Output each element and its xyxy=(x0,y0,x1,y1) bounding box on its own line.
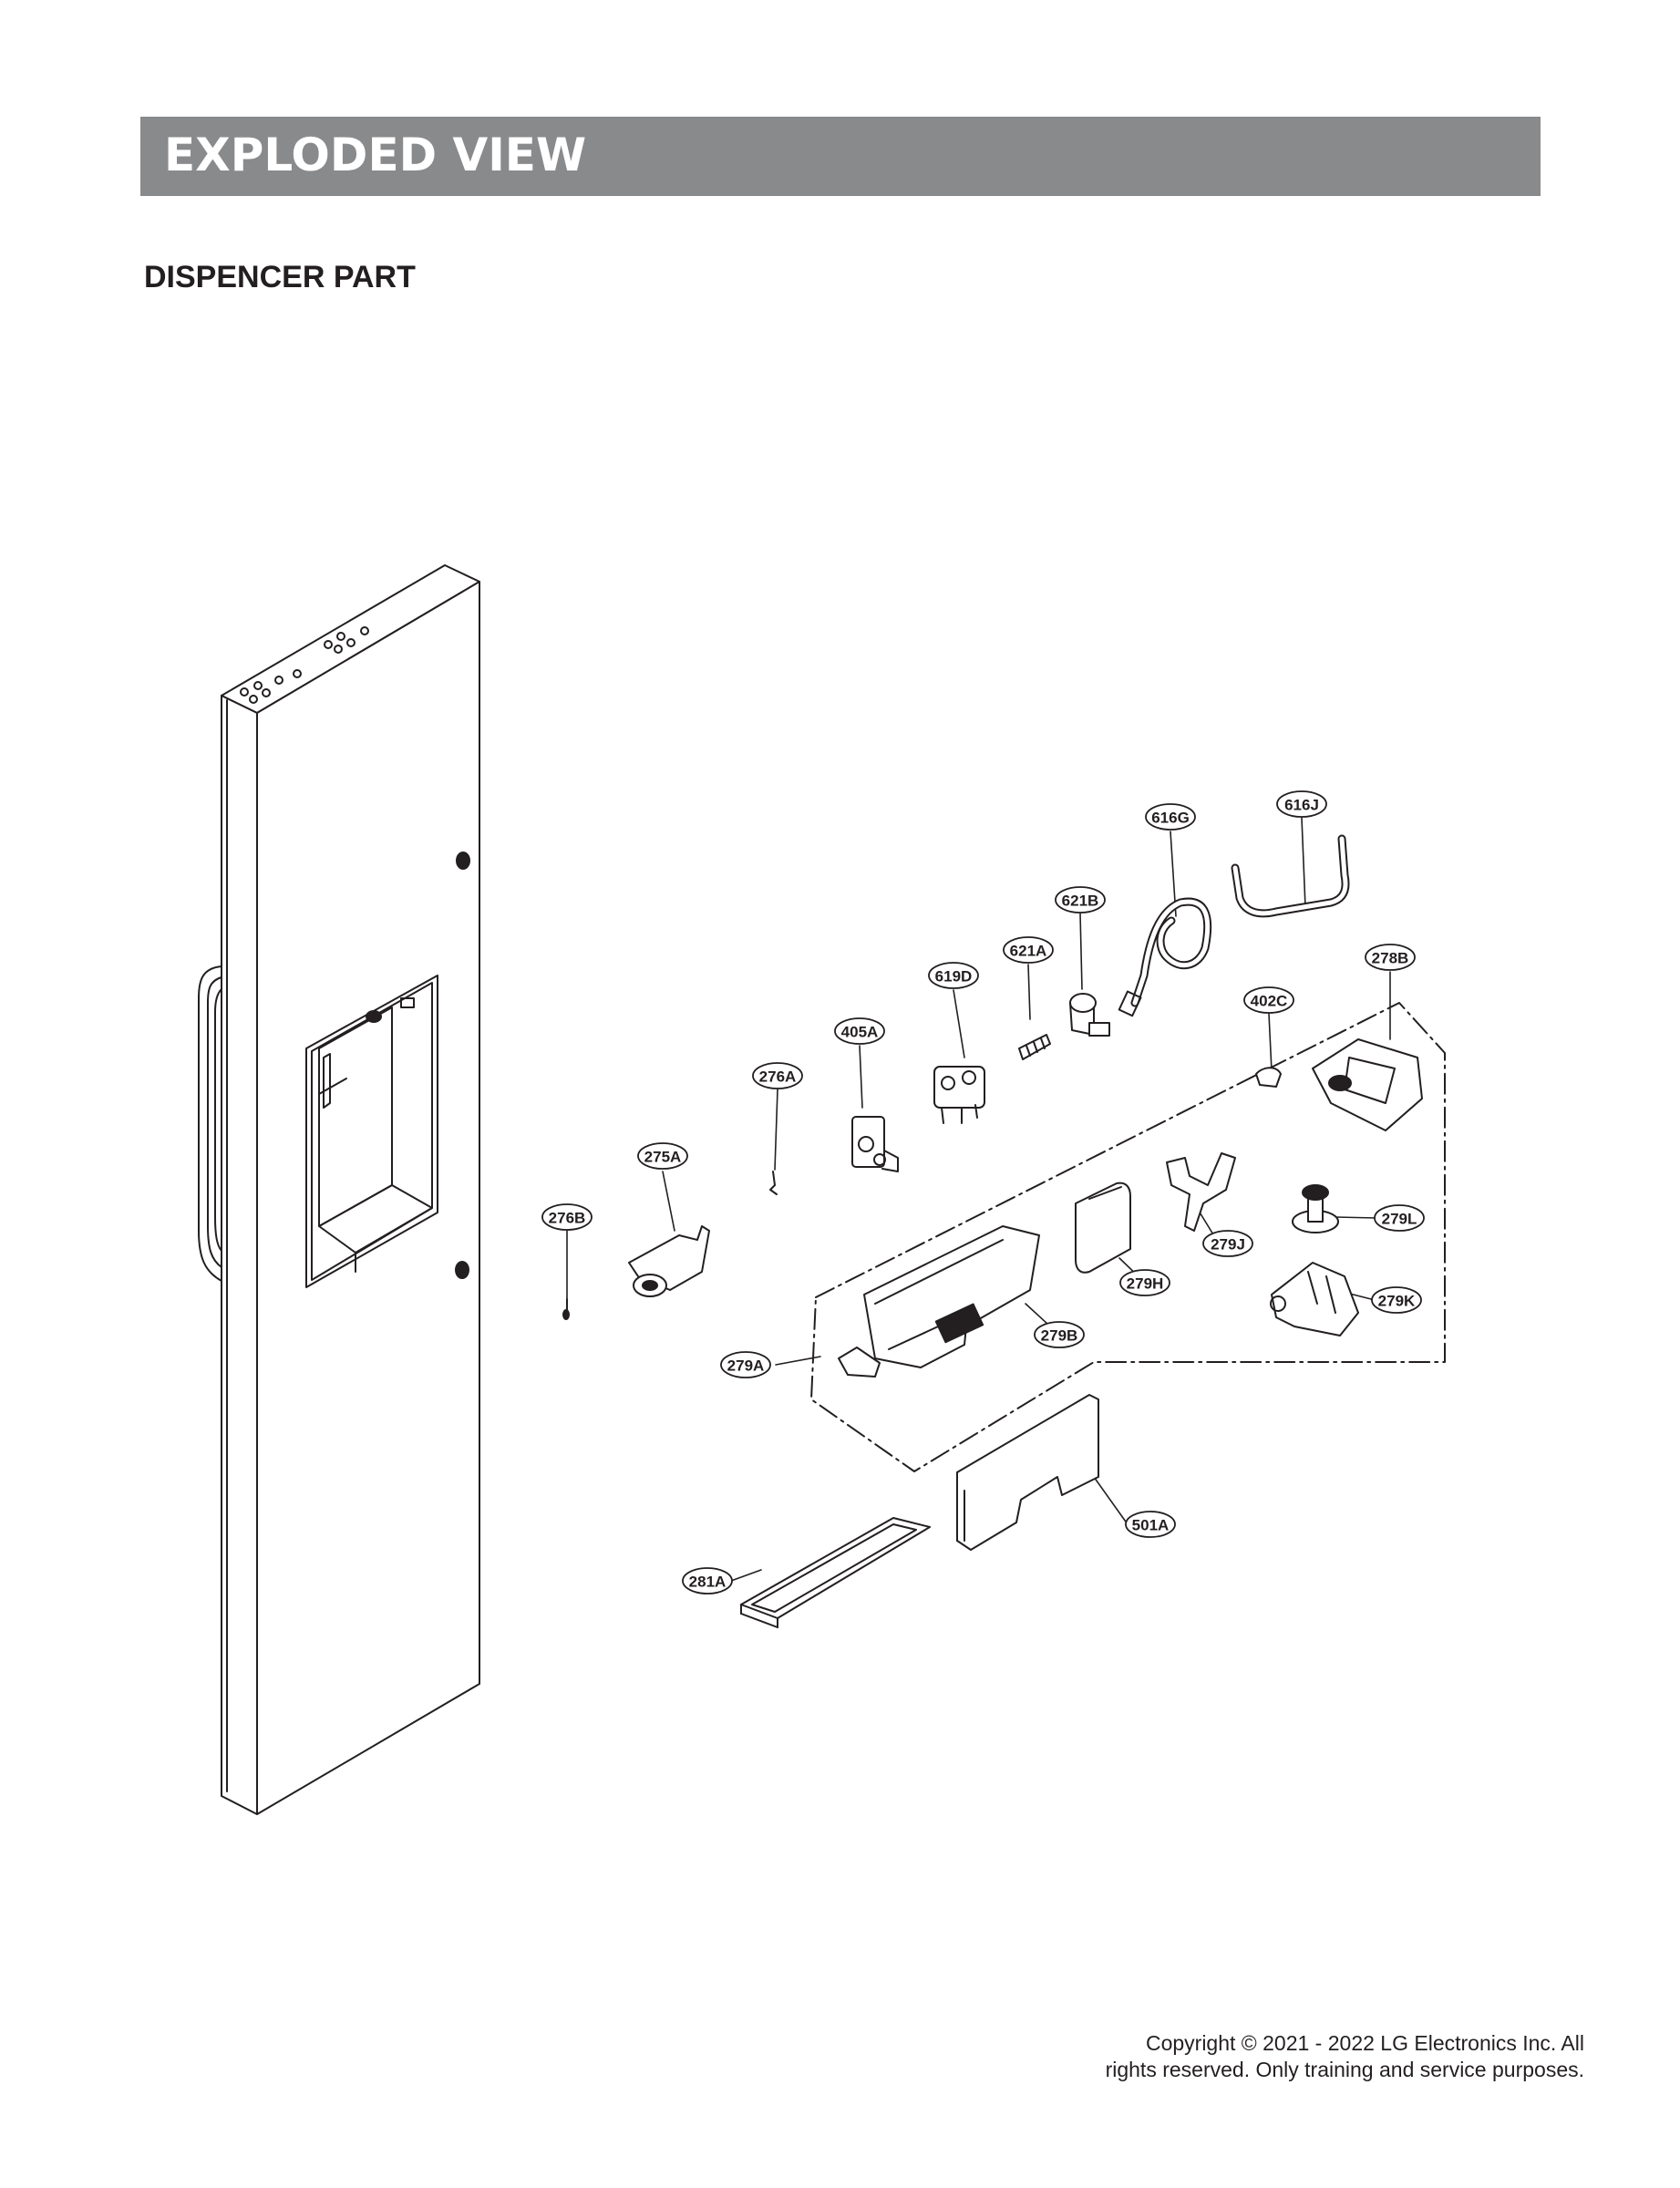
callout-279h: 279H xyxy=(1119,1269,1170,1296)
callout-label: 278B xyxy=(1372,950,1409,967)
callouts-layer: 616G 616J 621B 621A 619D 278B 402C 405A 276A 275A… xyxy=(541,790,1425,1595)
callout-label: 402C xyxy=(1251,993,1288,1010)
callout-label: 621A xyxy=(1010,943,1047,960)
callout-616j: 616J xyxy=(1276,790,1327,818)
part-279l-drawing xyxy=(1292,1184,1339,1233)
part-405a-drawing xyxy=(851,1116,899,1172)
callout-oval xyxy=(1243,986,1294,1014)
callout-275a: 275A xyxy=(637,1142,688,1170)
callout-oval xyxy=(752,1062,803,1089)
callout-label: 279B xyxy=(1041,1327,1078,1345)
callout-label: 621B xyxy=(1062,893,1099,910)
callout-label: 275A xyxy=(644,1149,682,1166)
callout-279a: 279A xyxy=(720,1351,771,1378)
callout-oval xyxy=(1365,944,1416,971)
callout-501a: 501A xyxy=(1125,1511,1176,1538)
callout-279j: 279J xyxy=(1202,1230,1253,1257)
bucket-278b-drawing xyxy=(1312,1038,1423,1131)
callout-oval xyxy=(1119,1269,1170,1296)
part-402c-drawing xyxy=(1255,1067,1282,1088)
callout-oval xyxy=(682,1567,733,1595)
callout-oval xyxy=(834,1017,885,1045)
callout-oval xyxy=(928,962,979,989)
part-279k-drawing xyxy=(1270,1262,1359,1337)
callout-278b: 278B xyxy=(1365,944,1416,971)
bracket-279j-drawing xyxy=(1166,1152,1236,1232)
callout-label: 281A xyxy=(689,1574,727,1591)
tube-616j-drawing xyxy=(1231,834,1350,918)
section-banner: EXPLODED VIEW xyxy=(140,117,1541,196)
door-panel-drawing xyxy=(198,564,480,1815)
callout-label: 279K xyxy=(1378,1293,1416,1310)
callout-oval xyxy=(1034,1321,1085,1348)
callout-label: 616G xyxy=(1151,810,1190,827)
copyright-line-2: rights reserved. Only training and servi… xyxy=(1105,2058,1584,2081)
callout-oval xyxy=(720,1351,771,1378)
copyright-line-1: Copyright © 2021 - 2022 LG Electronics I… xyxy=(1145,2031,1584,2055)
callout-label: 616J xyxy=(1284,797,1319,814)
cover-501a-drawing xyxy=(956,1394,1099,1551)
tray-281a-drawing xyxy=(740,1517,931,1628)
callout-oval xyxy=(1145,803,1196,831)
callout-label: 501A xyxy=(1132,1517,1170,1534)
callout-label: 279J xyxy=(1211,1236,1245,1254)
copyright-footer: Copyright © 2021 - 2022 LG Electronics I… xyxy=(1106,2030,1584,2083)
callout-619d: 619D xyxy=(928,962,979,989)
part-275a-drawing xyxy=(628,1225,710,1297)
callout-oval xyxy=(1003,936,1054,964)
callout-label: 276B xyxy=(549,1210,586,1227)
callout-281a: 281A xyxy=(682,1567,733,1595)
callout-label: 279L xyxy=(1382,1211,1417,1228)
callout-402c: 402C xyxy=(1243,986,1294,1014)
fitting-621b-drawing xyxy=(1069,993,1110,1037)
callout-oval xyxy=(1276,790,1327,818)
pin-276b-drawing xyxy=(562,1298,570,1320)
callout-276b: 276B xyxy=(541,1203,593,1231)
leader-lines xyxy=(566,817,1391,1582)
callout-616g: 616G xyxy=(1145,803,1196,831)
callout-276a: 276A xyxy=(752,1062,803,1089)
callout-279l: 279L xyxy=(1374,1204,1425,1232)
callout-oval xyxy=(541,1203,593,1231)
callout-405a: 405A xyxy=(834,1017,885,1045)
section-title: DISPENCER PART xyxy=(144,260,416,294)
callout-oval xyxy=(1055,886,1106,913)
banner-title: EXPLODED VIEW xyxy=(164,129,587,181)
callout-label: 279A xyxy=(727,1357,765,1375)
callout-label: 276A xyxy=(759,1068,797,1086)
tube-616g-drawing xyxy=(1118,897,1212,1017)
callout-621b: 621B xyxy=(1055,886,1106,913)
spring-276a-drawing xyxy=(769,1171,778,1195)
cover-279h-drawing xyxy=(1075,1182,1131,1274)
callout-279b: 279B xyxy=(1034,1321,1085,1348)
callout-label: 405A xyxy=(841,1024,879,1041)
callout-621a: 621A xyxy=(1003,936,1054,964)
callout-label: 619D xyxy=(935,968,973,986)
callout-label: 279H xyxy=(1127,1275,1164,1293)
callout-oval xyxy=(637,1142,688,1170)
assembly-boundary xyxy=(810,1002,1446,1472)
callout-oval xyxy=(1374,1204,1425,1232)
callout-oval xyxy=(1125,1511,1176,1538)
valve-619d-drawing xyxy=(933,1066,985,1124)
callout-oval xyxy=(1371,1286,1422,1314)
callout-279k: 279K xyxy=(1371,1286,1422,1314)
callout-oval xyxy=(1202,1230,1253,1257)
housing-279a-279b-drawing xyxy=(838,1225,1040,1378)
connector-621a-drawing xyxy=(1018,1034,1051,1060)
